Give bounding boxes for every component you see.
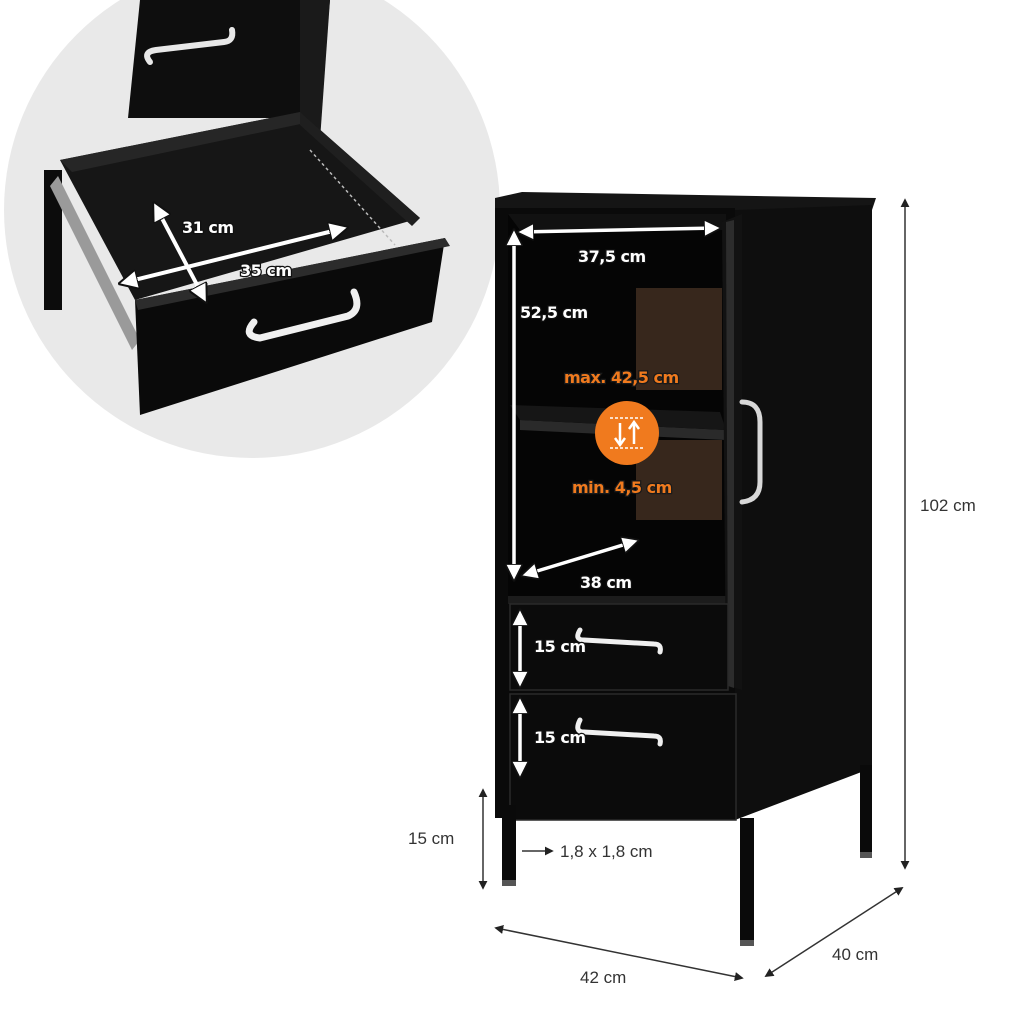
drawer-detail-circle: 31 cm 35 cm (4, 0, 500, 458)
width-label: 42 cm (580, 968, 626, 987)
bottom-drawer-height-label: 15 cm (534, 728, 586, 747)
total-height-label: 102 cm (920, 496, 976, 515)
up-down-arrows-icon (595, 401, 659, 465)
top-drawer-handle-icon (575, 627, 663, 655)
bottom-drawer-handle-icon (575, 717, 663, 747)
drawer-depth-label: 31 cm (182, 218, 234, 237)
leg-height-label: 15 cm (408, 829, 454, 848)
drawer-width-label: 35 cm (240, 261, 292, 280)
door-handle-icon (739, 399, 763, 505)
exterior-dimensions: 102 cm 15 cm 1,8 x 1,8 cm 42 cm 40 cm (408, 198, 976, 987)
leg-profile-label: 1,8 x 1,8 cm (560, 842, 653, 861)
interior-dimensions: 37,5 cm 52,5 cm 38 cm 15 cm 15 cm max. 4… (514, 228, 718, 775)
shelf-min-label: min. 4,5 cm (572, 478, 672, 497)
shelf-max-label: max. 42,5 cm (564, 368, 679, 387)
interior-width-label: 37,5 cm (578, 247, 646, 266)
interior-depth-label: 38 cm (580, 573, 632, 592)
interior-height-label: 52,5 cm (520, 303, 588, 322)
drawer-handle-icon (245, 288, 361, 342)
top-drawer-height-label: 15 cm (534, 637, 586, 656)
depth-label: 40 cm (832, 945, 878, 964)
